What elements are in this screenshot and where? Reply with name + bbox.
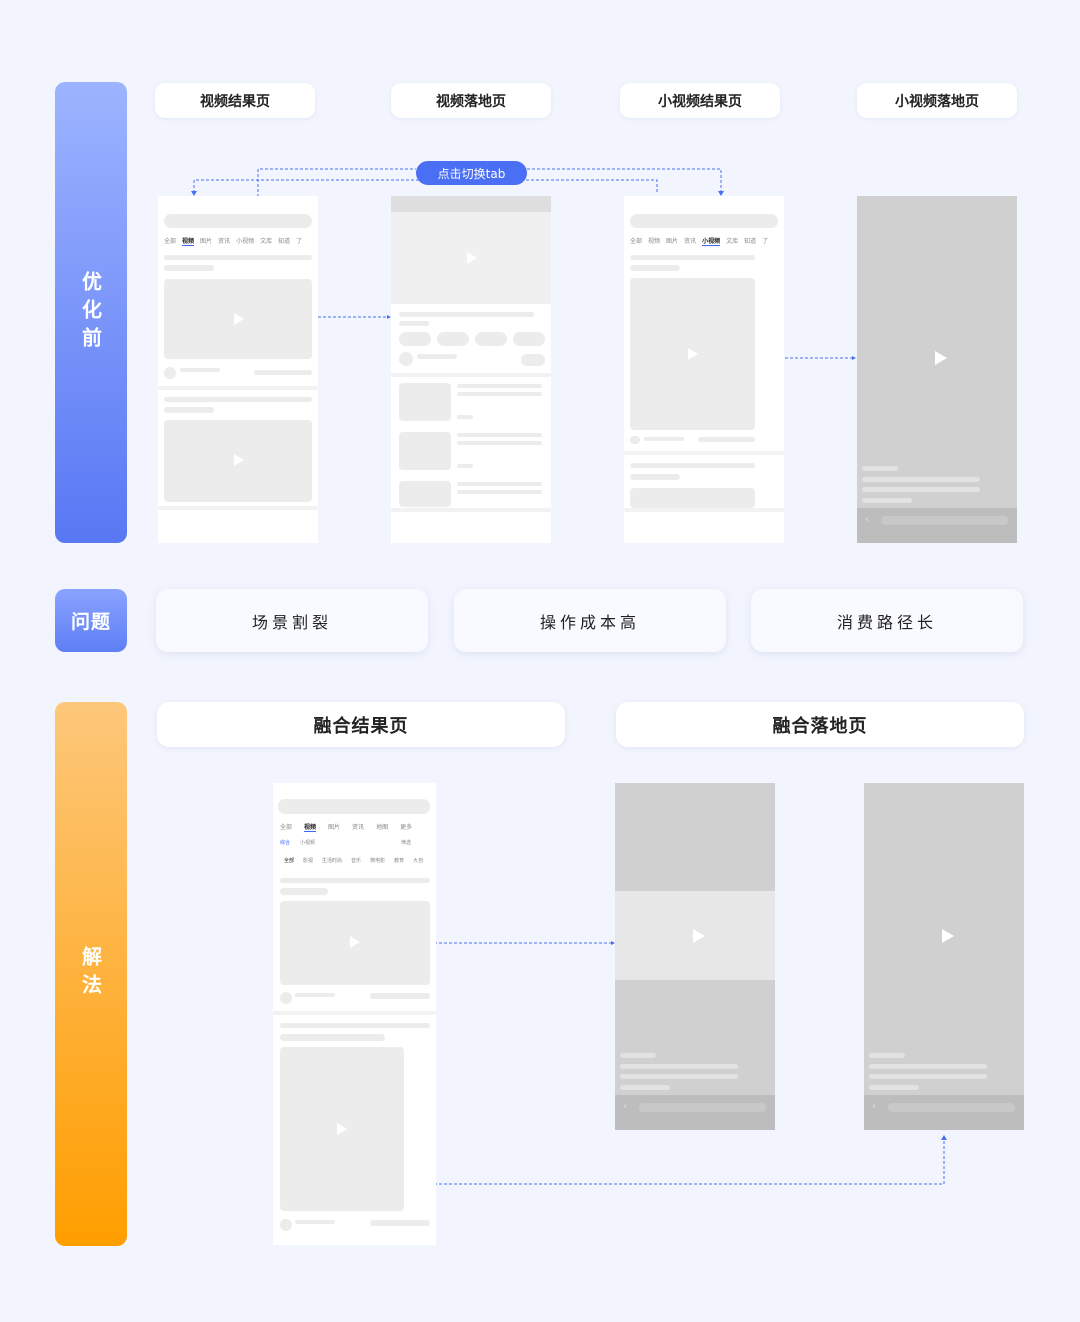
mock-subtabs: 综合小视频筛选: [280, 840, 412, 846]
label-fusion-result: 融合结果页: [157, 702, 565, 747]
connector-top-loop: [193, 179, 658, 193]
label-video-result: 视频结果页: [155, 83, 315, 118]
play-icon: [350, 936, 360, 948]
play-icon: [467, 252, 477, 264]
section-before-label: 优化前: [78, 270, 103, 355]
mock-filters: 全部影视生活时尚音乐微电影教育大自: [284, 858, 424, 864]
section-problem-label: 问题: [70, 611, 111, 633]
label-video-landing: 视频落地页: [391, 83, 551, 118]
switch-tab-pill: 点击切换tab: [416, 161, 527, 185]
label-smallvideo-landing: 小视频落地页: [857, 83, 1017, 118]
section-solution-label: 解法: [78, 946, 103, 1002]
connector-fusion-to-smallvideo: [409, 1138, 945, 1185]
section-before-bar: 优化前: [55, 82, 127, 543]
play-icon: [942, 929, 954, 943]
mock-fusion-landing-vertical: ‹: [864, 783, 1024, 1130]
problem-long-path: 消费路径长: [751, 589, 1023, 652]
play-icon: [337, 1123, 347, 1135]
mock-fusion-landing: ‹: [615, 783, 775, 1130]
play-icon: [234, 454, 244, 466]
back-icon: ‹: [865, 514, 869, 525]
play-icon: [234, 313, 244, 325]
label-smallvideo-result: 小视频结果页: [620, 83, 780, 118]
back-icon: ‹: [623, 1101, 627, 1112]
mock-video-landing: [391, 196, 551, 543]
play-icon: [693, 929, 705, 943]
mock-video-result: 全部视频图片资讯小视频文库知道了: [158, 196, 318, 543]
mock-tabs: 全部视频图片资讯小视频文库知道了: [164, 238, 303, 246]
problem-scene-split: 场景割裂: [156, 589, 428, 652]
section-problem-bar: 问题: [55, 589, 127, 652]
mock-tabs: 全部视频图片资讯地图更多: [280, 824, 413, 832]
mock-fusion-result: 全部视频图片资讯地图更多 综合小视频筛选 全部影视生活时尚音乐微电影教育大自: [273, 783, 436, 1245]
back-icon: ‹: [872, 1101, 876, 1112]
problem-high-cost: 操作成本高: [454, 589, 726, 652]
play-icon: [688, 348, 698, 360]
mock-tabs: 全部视频图片资讯小视频文库知道了: [630, 238, 769, 246]
play-icon: [935, 351, 947, 365]
connector-tab-right: [527, 168, 722, 193]
section-solution-bar: 解法: [55, 702, 127, 1246]
mock-smallvideo-result: 全部视频图片资讯小视频文库知道了: [624, 196, 784, 543]
label-fusion-landing: 融合落地页: [616, 702, 1024, 747]
mock-smallvideo-landing: ‹: [857, 196, 1017, 543]
